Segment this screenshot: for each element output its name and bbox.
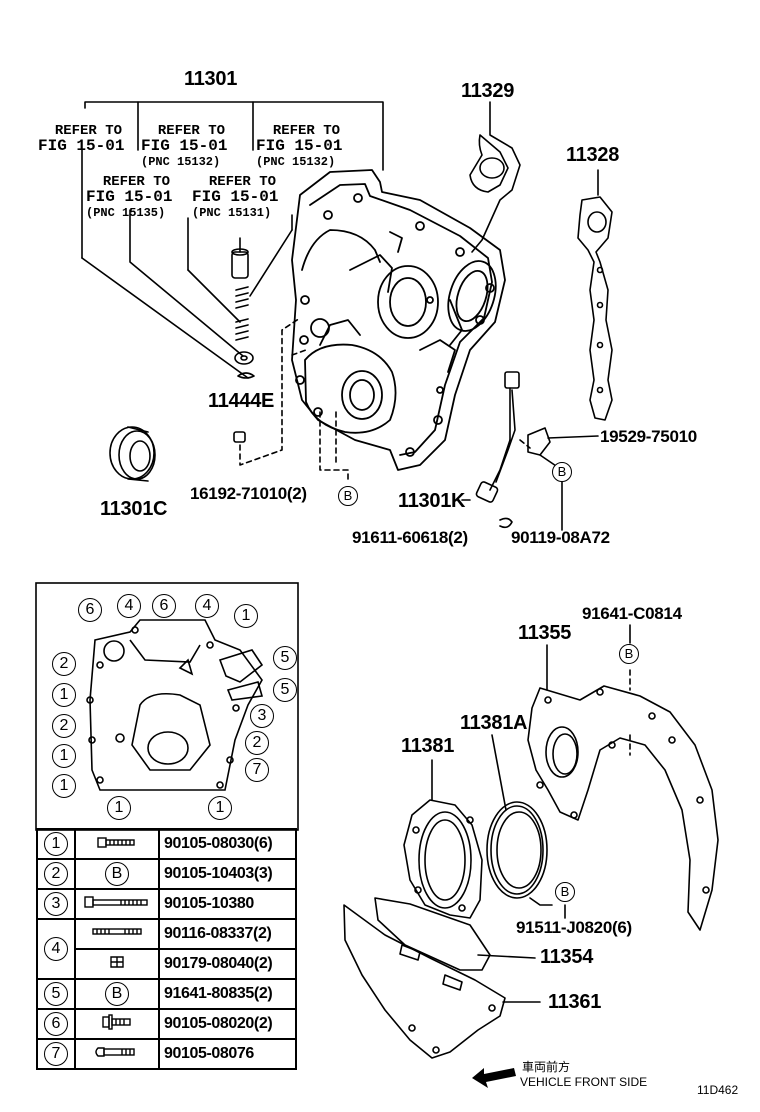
row-key: 4 xyxy=(44,937,68,961)
row-key: 3 xyxy=(44,892,68,916)
nut-icon xyxy=(110,955,124,968)
part-label-11301k: 11301K xyxy=(398,490,466,512)
detail-number: 4 xyxy=(117,594,141,618)
detail-number: 1 xyxy=(234,604,258,628)
retainer-11381 xyxy=(403,759,483,919)
figure-code: 11D462 xyxy=(697,1083,739,1097)
detail-number: 2 xyxy=(52,714,76,738)
sensor-11301k xyxy=(461,371,520,529)
b-marker: B xyxy=(619,644,639,664)
bolt-icon xyxy=(97,836,135,848)
long-bolt-icon xyxy=(84,895,148,908)
part-label-11381a: 11381A xyxy=(460,712,528,734)
row-key: 6 xyxy=(44,1012,68,1036)
detail-number: 1 xyxy=(208,796,232,820)
detail-number: 6 xyxy=(78,598,102,622)
b-mark: B xyxy=(105,862,129,886)
part-label-90119: 90119-08A72 xyxy=(511,528,610,547)
detail-number: 4 xyxy=(195,594,219,618)
stud-icon xyxy=(92,928,142,935)
part-number: 90179-08040(2) xyxy=(158,948,297,980)
b-marker: B xyxy=(552,462,572,482)
part-number: 90105-08076 xyxy=(158,1038,297,1070)
timing-cover xyxy=(291,169,506,471)
b-mark: B xyxy=(105,982,129,1006)
flange-bolt-icon xyxy=(102,1013,131,1030)
part-label-11355: 11355 xyxy=(518,622,572,644)
direction-jp: 車両前方 xyxy=(522,1060,571,1074)
oil-seal-11301c xyxy=(109,426,156,482)
gasket-11354 xyxy=(374,897,536,971)
gasket-11329 xyxy=(469,101,521,253)
gasket-11328 xyxy=(577,169,613,421)
detail-number: 1 xyxy=(52,683,76,707)
assembly-bracket xyxy=(81,101,384,271)
part-number: 90116-08337(2) xyxy=(158,918,297,950)
detail-number: 5 xyxy=(273,646,297,670)
arrow-left-icon xyxy=(472,1068,516,1088)
part-label-91511: 91511-J0820(6) xyxy=(516,918,632,937)
part-number: 90105-08020(2) xyxy=(158,1008,297,1040)
table-row: 4 90116-08337(2) xyxy=(36,918,297,980)
table-row: 1 90105-08030(6) xyxy=(36,828,297,860)
plate-11361 xyxy=(343,904,541,1059)
detail-number: 1 xyxy=(107,796,131,820)
bolt-table: 1 90105-08030(6) 2 B 90105-10403(3) 3 90… xyxy=(36,828,297,1070)
row-key: 1 xyxy=(44,832,68,856)
detail-number: 1 xyxy=(52,744,76,768)
b-marker: B xyxy=(555,882,575,902)
part-label-19529: 19529-75010 xyxy=(600,427,697,446)
dashed-leaders xyxy=(239,317,631,756)
part-number: 91641-80835(2) xyxy=(158,978,297,1010)
plate-11355 xyxy=(527,644,719,931)
part-label-11361: 11361 xyxy=(548,991,602,1013)
detail-number: 6 xyxy=(152,594,176,618)
part-label-91641-c0814: 91641-C0814 xyxy=(582,604,682,623)
part-label-11301c: 11301C xyxy=(100,498,168,520)
part-label-11444e: 11444E xyxy=(208,390,275,412)
oil-seal-11381a xyxy=(486,734,548,899)
part-number: 90105-08030(6) xyxy=(158,828,297,860)
detail-number: 7 xyxy=(245,758,269,782)
detail-number: 2 xyxy=(52,652,76,676)
table-row: 3 90105-10380 xyxy=(36,888,297,920)
stud-bolt-icon xyxy=(95,1046,135,1057)
tensioner-parts xyxy=(231,248,255,443)
table-row: 7 90105-08076 xyxy=(36,1038,297,1070)
detail-number: 2 xyxy=(245,731,269,755)
detail-number: 3 xyxy=(250,704,274,728)
part-label-11329: 11329 xyxy=(461,80,515,102)
table-row: 90179-08040(2) xyxy=(37,948,297,980)
leader-lines xyxy=(81,209,293,379)
table-row: 5 B 91641-80835(2) xyxy=(36,978,297,1010)
part-label-11328: 11328 xyxy=(566,144,620,166)
part-number: 90105-10403(3) xyxy=(158,858,297,890)
part-label-16192: 16192-71010(2) xyxy=(190,484,307,503)
direction-en: VEHICLE FRONT SIDE xyxy=(520,1075,648,1089)
detail-number: 1 xyxy=(52,774,76,798)
b-marker: B xyxy=(338,486,358,506)
row-key: 2 xyxy=(44,862,68,886)
row-key: 7 xyxy=(44,1042,68,1066)
detail-number: 5 xyxy=(273,678,297,702)
part-number: 90105-10380 xyxy=(158,888,297,920)
part-label-11354: 11354 xyxy=(540,946,594,968)
table-row: 2 B 90105-10403(3) xyxy=(36,858,297,890)
table-row: 6 90105-08020(2) xyxy=(36,1008,297,1040)
part-label-11381: 11381 xyxy=(401,735,455,757)
assembly-number: 11301 xyxy=(184,68,238,90)
row-key: 5 xyxy=(44,982,68,1006)
part-label-91611: 91611-60618(2) xyxy=(352,528,468,547)
